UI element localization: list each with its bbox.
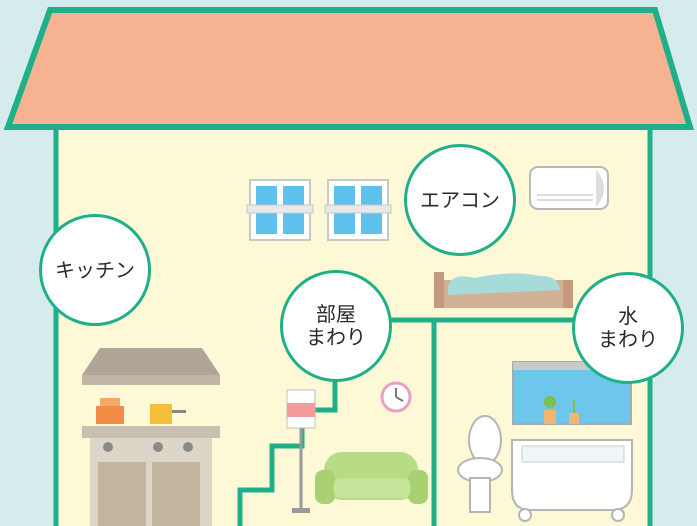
water-bubble[interactable]: 水 まわり [572, 272, 684, 384]
pots [96, 398, 186, 424]
air-conditioner [529, 166, 609, 210]
window-right [324, 179, 392, 241]
window-left [246, 179, 314, 241]
roof [3, 6, 695, 130]
kitchen-bubble[interactable]: キッチン [39, 214, 151, 326]
bed [434, 272, 573, 308]
room-label-line2: まわり [306, 325, 366, 349]
kitchen-label: キッチン [55, 257, 135, 282]
aircon-label: エアコン [420, 187, 500, 212]
room-label: 部屋 まわり [306, 303, 366, 349]
water-label-line2: まわり [598, 327, 658, 351]
sofa [315, 452, 428, 504]
water-label-line1: 水 [618, 304, 638, 328]
room-label-line1: 部屋 [316, 302, 356, 326]
toilet [457, 415, 503, 513]
wall-clock [380, 381, 412, 413]
aircon-bubble[interactable]: エアコン [404, 144, 516, 256]
water-label: 水 まわり [598, 305, 658, 351]
bathtub [511, 439, 633, 522]
bathroom-window [512, 361, 632, 425]
floor-lamp [286, 389, 316, 513]
range-hood [82, 348, 220, 385]
room-bubble[interactable]: 部屋 まわり [280, 270, 392, 382]
stove [82, 426, 220, 526]
